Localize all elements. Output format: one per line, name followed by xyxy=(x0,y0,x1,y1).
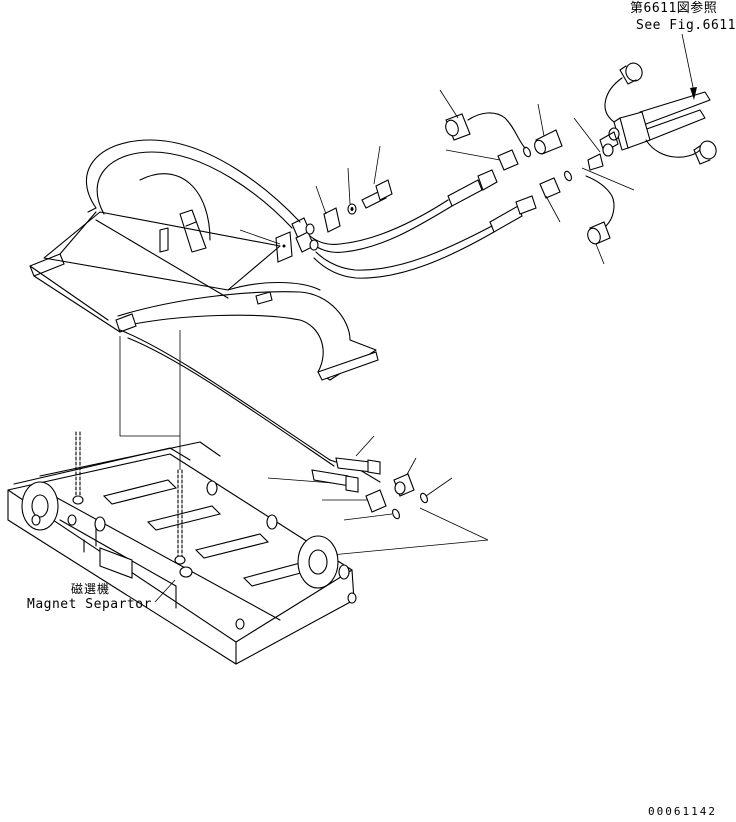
fittings-upper xyxy=(447,129,572,233)
reference-arrow xyxy=(681,33,697,100)
valve-block-assembly xyxy=(587,62,717,171)
sensor-lower xyxy=(585,175,615,245)
magnet-separator-label-japanese: 磁選機 xyxy=(71,582,111,596)
drawing-number: 00061142 xyxy=(648,805,717,818)
magnet-separator-label-english: Magnet Separtor xyxy=(27,597,152,612)
sensor-upper xyxy=(445,112,526,149)
mounting-hardware xyxy=(275,179,393,263)
hydraulic-hoses xyxy=(309,199,495,279)
fittings-lower xyxy=(311,457,428,520)
reference-label-english: See Fig.6611 xyxy=(636,18,736,33)
magnet-separator xyxy=(7,431,357,665)
leader-lines xyxy=(239,89,635,559)
chute-frame xyxy=(29,139,381,483)
reference-label-japanese: 第6611図参照 xyxy=(630,1,718,16)
